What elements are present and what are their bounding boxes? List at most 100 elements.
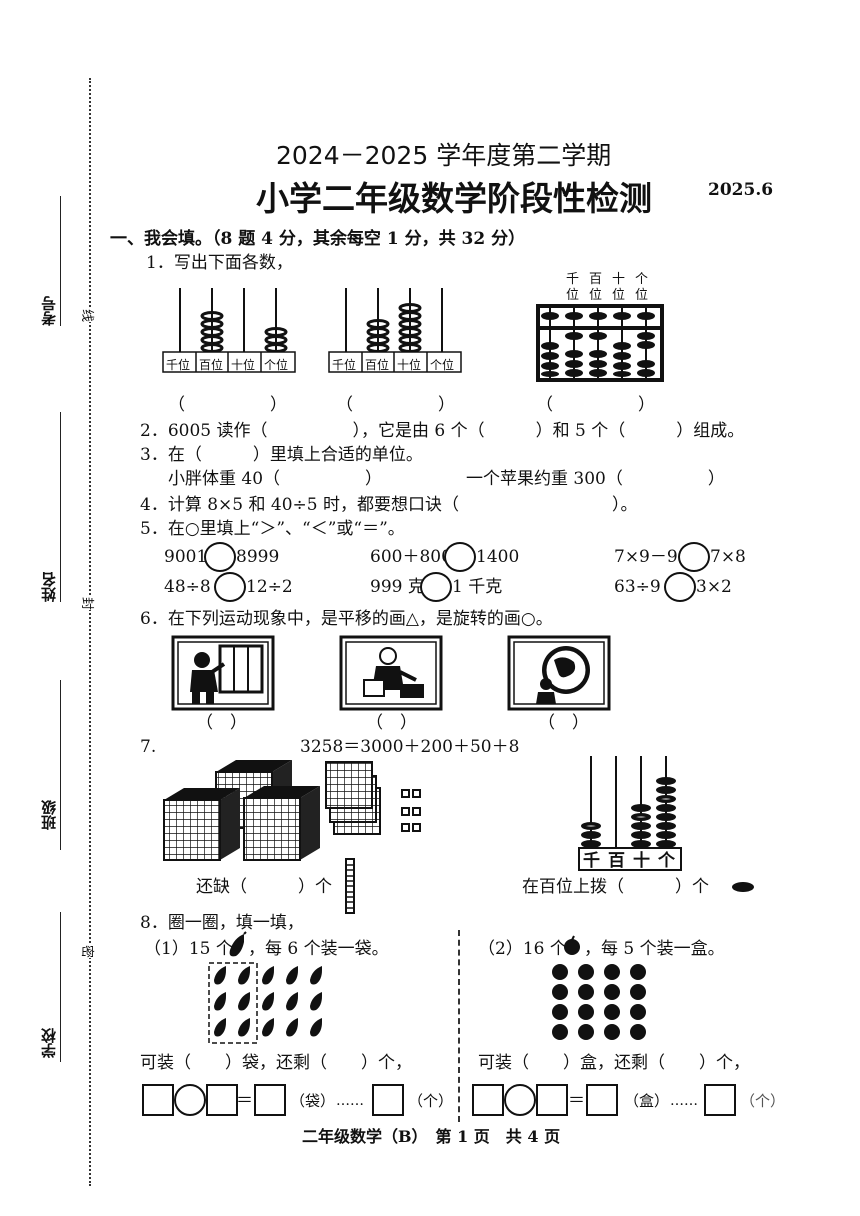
q3-item-a: 小胖体重 40（ ） bbox=[168, 469, 383, 489]
q5-compare-circle-3[interactable] bbox=[678, 542, 710, 572]
seal-char-secret: 密 bbox=[79, 944, 99, 959]
q8-p2-box-quotient[interactable] bbox=[586, 1084, 618, 1116]
q5-compare-circle-6[interactable] bbox=[664, 572, 696, 602]
q6-answer-1[interactable]: （ ） bbox=[196, 713, 247, 733]
suanpan-place-hundreds: 百位 bbox=[589, 272, 602, 304]
q5-item-6-right: 3×2 bbox=[696, 577, 732, 597]
q7-lack-text: 还缺（ ）个 bbox=[196, 877, 332, 897]
q6-picture-worker bbox=[339, 635, 443, 711]
abacus-1 bbox=[162, 288, 296, 373]
abacus-1-label-tens: 十位 bbox=[231, 358, 256, 372]
q6-picture-window bbox=[171, 635, 275, 711]
suanpan-place-ones: 个位 bbox=[635, 272, 648, 304]
q3-item-b: 一个苹果约重 300（ ） bbox=[466, 469, 725, 489]
q8-p1-box-divisor[interactable] bbox=[206, 1084, 238, 1116]
abacus-1-label-ones: 个位 bbox=[264, 358, 289, 372]
suanpan-place-tens: 十位 bbox=[612, 272, 625, 304]
apple-grid bbox=[552, 964, 646, 1040]
abacus-2-label-ones: 个位 bbox=[430, 358, 455, 372]
q5-compare-circle-2[interactable] bbox=[444, 542, 476, 572]
q8-p1-box-quotient[interactable] bbox=[254, 1084, 286, 1116]
suanpan-place-thousands: 千位 bbox=[566, 272, 579, 304]
q8-part2-fill: 可装（ ）盒，还剩（ ）个， bbox=[478, 1053, 750, 1073]
q8-p1-unit-piece: （个） bbox=[408, 1092, 454, 1110]
q5-item-5-right: 1 千克 bbox=[452, 577, 503, 597]
q8-p2-dots: …… bbox=[670, 1093, 698, 1109]
class-line bbox=[60, 680, 61, 850]
q8-divider bbox=[458, 930, 460, 1122]
q8-p1-operator-circle[interactable] bbox=[174, 1084, 206, 1116]
bead-icon bbox=[732, 882, 754, 892]
exam-number-line bbox=[60, 196, 61, 326]
q6-answer-2[interactable]: （ ） bbox=[366, 713, 417, 733]
margin-label-exam-number: 考号 bbox=[40, 296, 58, 326]
q7-equation: 3258＝3000＋200＋50＋8 bbox=[300, 737, 520, 757]
q8-p1-box-remainder[interactable] bbox=[372, 1084, 404, 1116]
q5-item-4-left: 48÷8 bbox=[164, 577, 211, 597]
q5-compare-circle-5[interactable] bbox=[420, 572, 452, 602]
q5-compare-circle-1[interactable] bbox=[204, 542, 236, 572]
binding-dotted-line bbox=[89, 78, 91, 1186]
abacus-2-label-hundreds: 百位 bbox=[365, 358, 390, 372]
margin-label-name: 姓名 bbox=[40, 572, 58, 602]
exam-date: 2025.6 bbox=[708, 180, 774, 200]
q5-item-2-right: 1400 bbox=[476, 547, 520, 567]
q1-answer-3[interactable]: （ ） bbox=[536, 395, 655, 415]
q7-number: 7. bbox=[140, 737, 157, 757]
q8-p2-equals: ＝ bbox=[568, 1091, 585, 1111]
abacus-1-label-thousands: 千位 bbox=[166, 358, 191, 372]
q8-p1-dots: …… bbox=[336, 1093, 364, 1109]
suanpan-place-suffix: 位 bbox=[566, 288, 580, 303]
q5-item-6-left: 63÷9 bbox=[614, 577, 661, 597]
q5-compare-circle-4[interactable] bbox=[214, 572, 246, 602]
suanpan-place-hundreds-char: 百 bbox=[589, 272, 603, 287]
suanpan-place-suffix: 位 bbox=[589, 288, 603, 303]
q8-text: 8．圈一圈，填一填， bbox=[140, 913, 304, 933]
abacus-1-label-hundreds: 百位 bbox=[199, 358, 224, 372]
school-line bbox=[60, 912, 61, 1062]
q5-item-3-right: 7×8 bbox=[710, 547, 746, 567]
suanpan-place-tens-char: 十 bbox=[612, 272, 626, 287]
q5-item-1-left: 9001 bbox=[164, 547, 208, 567]
suanpan-place-ones-char: 个 bbox=[635, 272, 649, 287]
q7-base-ten-blocks bbox=[163, 760, 421, 861]
page-title: 小学二年级数学阶段性检测 bbox=[256, 179, 652, 218]
year-term: 2024－2025 学年度第二学期 bbox=[276, 141, 612, 170]
abacus-2-label-tens: 十位 bbox=[397, 358, 422, 372]
q5-item-5-left: 999 克 bbox=[370, 577, 425, 597]
q8-part1-prefix: （1）15 个 bbox=[144, 939, 233, 959]
q7-dial-text: 在百位上拨（ ）个 bbox=[522, 877, 709, 897]
q8-p2-box-dividend[interactable] bbox=[472, 1084, 504, 1116]
q7-abacus-place-tens: 十 bbox=[633, 851, 650, 871]
ten-rod-icon bbox=[345, 858, 355, 914]
q1-answer-2[interactable]: （ ） bbox=[336, 395, 455, 415]
q8-part2-prefix: （2）16 个 bbox=[478, 939, 567, 959]
q6-answer-3[interactable]: （ ） bbox=[538, 713, 589, 733]
eggplant-icon bbox=[229, 931, 247, 957]
q7-abacus bbox=[578, 756, 682, 871]
q8-p2-operator-circle[interactable] bbox=[504, 1084, 536, 1116]
q6-picture-globe bbox=[507, 635, 611, 711]
q8-p2-unit-piece: （个） bbox=[740, 1092, 786, 1110]
q5-text: 5．在○里填上“＞”、“＜”或“＝”。 bbox=[140, 519, 405, 539]
q8-p1-equals: ＝ bbox=[236, 1091, 253, 1111]
q5-item-4-right: 12÷2 bbox=[246, 577, 293, 597]
margin-label-school: 学校 bbox=[40, 1028, 58, 1058]
abacus-2-label-thousands: 千位 bbox=[332, 358, 357, 372]
q2-text: 2．6005 读作（ ），它是由 6 个（ ）和 5 个（ ）组成。 bbox=[140, 421, 745, 441]
q4-text: 4．计算 8×5 和 40÷5 时，都要想口诀（ ）。 bbox=[140, 495, 638, 515]
page-footer: 二年级数学（B） 第 1 页 共 4 页 bbox=[302, 1127, 561, 1146]
q3-text: 3．在（ ）里填上合适的单位。 bbox=[140, 445, 423, 465]
q1-answer-1[interactable]: （ ） bbox=[168, 395, 287, 415]
q8-part1-suffix: ，每 6 个装一袋。 bbox=[248, 939, 389, 959]
q7-abacus-place-thousands: 千 bbox=[583, 851, 600, 871]
q8-part1-fill: 可装（ ）袋，还剩（ ）个， bbox=[140, 1053, 412, 1073]
q8-p1-box-dividend[interactable] bbox=[142, 1084, 174, 1116]
q8-p2-box-remainder[interactable] bbox=[704, 1084, 736, 1116]
q1-text: 1．写出下面各数， bbox=[146, 253, 293, 273]
section-heading: 一、我会填。（8 题 4 分，其余每空 1 分，共 32 分） bbox=[110, 229, 526, 249]
q7-abacus-place-ones: 个 bbox=[658, 851, 675, 871]
seal-char-line: 线 bbox=[79, 308, 99, 323]
q8-p2-box-divisor[interactable] bbox=[536, 1084, 568, 1116]
q8-p1-unit-bag: （袋） bbox=[290, 1092, 336, 1110]
